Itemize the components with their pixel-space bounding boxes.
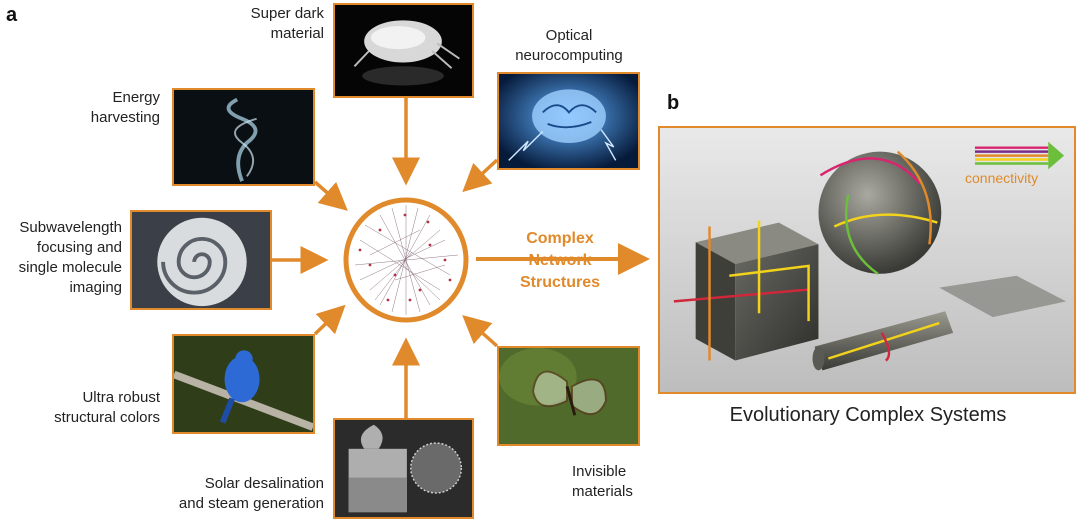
photo-evolutionary-systems	[658, 126, 1076, 394]
label-optical: Optical neurocomputing	[515, 27, 623, 64]
photo-optical-brain	[497, 72, 640, 170]
photo-energy-smoke	[172, 88, 315, 186]
label-solar: Solar desalination and steam generation	[178, 475, 324, 512]
label-ultra-robust: Ultra robust structural colors	[54, 389, 160, 426]
complex-network-title: Complex Network Structures	[519, 230, 601, 291]
arrow-from-energy	[313, 180, 348, 211]
photo-cyclone	[130, 210, 272, 310]
network-circle	[343, 197, 469, 323]
panel-b-letter: b	[667, 92, 680, 114]
arrow-from-ultra-robust	[313, 304, 346, 336]
panel-b-caption: Evolutionary Complex Systems	[729, 404, 1007, 426]
photo-super-dark-beetle	[333, 3, 474, 98]
arrow-from-invisible	[462, 315, 499, 348]
label-super-dark: Super dark material	[250, 5, 324, 42]
connectivity-legend-label: connectivity	[965, 170, 1039, 186]
panel-a-letter: a	[6, 4, 18, 26]
label-invisible: Invisible materials	[572, 463, 633, 500]
label-subwavelength: Subwavelength focusing and single molecu…	[18, 219, 122, 296]
arrow-from-optical	[462, 158, 499, 193]
photo-glasswing-butterfly	[497, 346, 640, 446]
label-energy: Energy harvesting	[90, 89, 160, 126]
photo-bluebird	[172, 334, 315, 434]
photo-solar-beaker	[333, 418, 474, 519]
